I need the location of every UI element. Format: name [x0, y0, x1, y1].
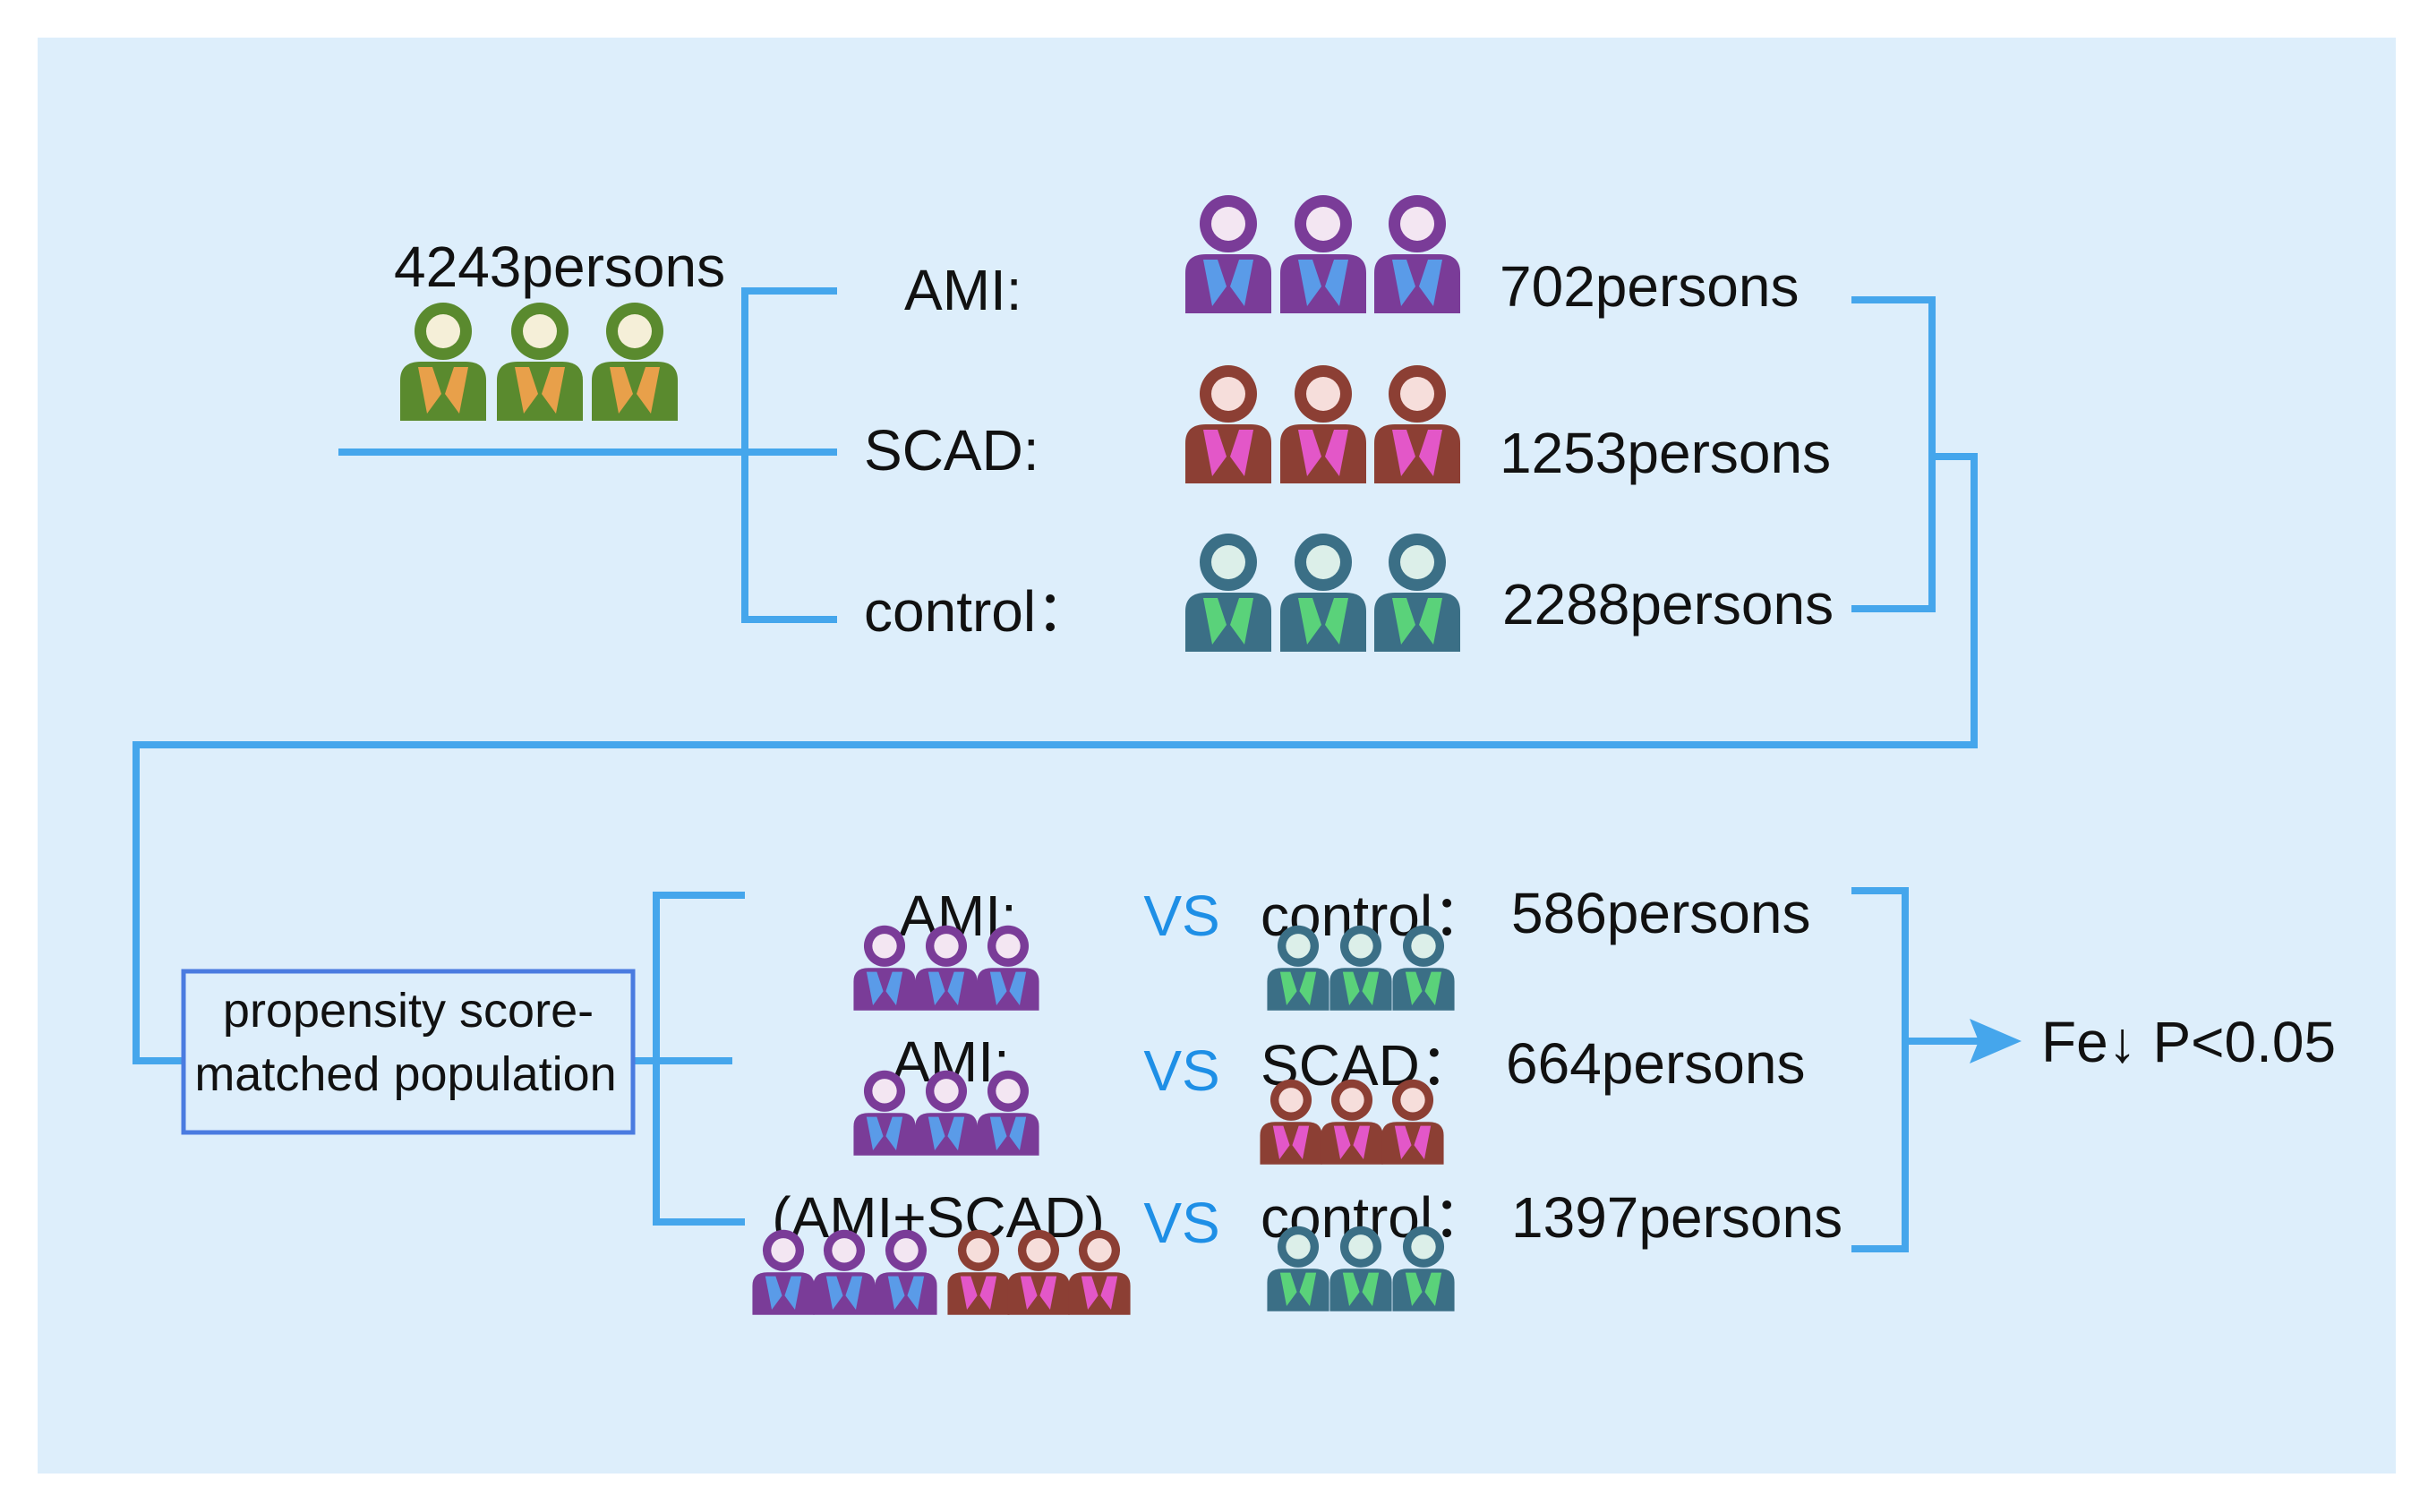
comparison2-vs: VS [1143, 1038, 1219, 1103]
person-icon [1374, 365, 1460, 483]
comparison3-ami-icons [752, 1229, 937, 1315]
person-icon [1374, 195, 1460, 313]
route-to-matched [133, 453, 1978, 1064]
comparison2-count: 664persons [1506, 1031, 1805, 1096]
comparison1-control-icons [1267, 925, 1455, 1011]
group-count-control: 2288persons [1502, 572, 1834, 636]
result-arrow-head [1970, 1019, 2022, 1064]
scad-people-icons [1185, 365, 1460, 483]
person-icon [1280, 365, 1366, 483]
matched-population-box [181, 969, 636, 1135]
person-icon [1280, 534, 1366, 652]
ami-people-icons [1185, 195, 1460, 313]
person-icon [497, 303, 583, 421]
comparison2-scad-icons [1260, 1079, 1444, 1165]
group-count-ami: 702persons [1500, 254, 1799, 319]
person-icon [1185, 195, 1271, 313]
comparison3-control-icons [1267, 1226, 1455, 1311]
control-people-icons [1185, 534, 1460, 652]
groups-bracket [1851, 296, 1936, 612]
connector-lines [133, 287, 2022, 1252]
group-label-ami: AMI: [904, 258, 1022, 322]
person-icon [1185, 365, 1271, 483]
total-people-icons [400, 303, 678, 421]
person-icon [1280, 195, 1366, 313]
comparison3-count: 1397persons [1511, 1185, 1842, 1250]
group-label-control: control： [864, 579, 1093, 644]
matched-box-line2: matched population [194, 1047, 616, 1101]
group-count-scad: 1253persons [1500, 421, 1831, 485]
comparison3-vs: VS [1143, 1191, 1219, 1255]
person-icon [400, 303, 486, 421]
comparison1-count: 586persons [1511, 881, 1810, 945]
comparison3-scad-icons [947, 1229, 1131, 1315]
comparison1-ami-icons [853, 925, 1039, 1011]
comparison1-vs: VS [1143, 884, 1219, 948]
split-bracket [741, 287, 837, 623]
matched-box-line1: propensity score- [223, 984, 594, 1038]
person-icon [1374, 534, 1460, 652]
result-label: Fe↓ P<0.05 [2041, 1010, 2336, 1074]
person-icon [1185, 534, 1271, 652]
comparison2-ami-icons [853, 1070, 1039, 1156]
comparisons-bracket [1851, 887, 1909, 1252]
total-count-label: 4243persons [394, 235, 725, 299]
person-icon [592, 303, 678, 421]
group-label-scad: SCAD: [864, 418, 1039, 483]
